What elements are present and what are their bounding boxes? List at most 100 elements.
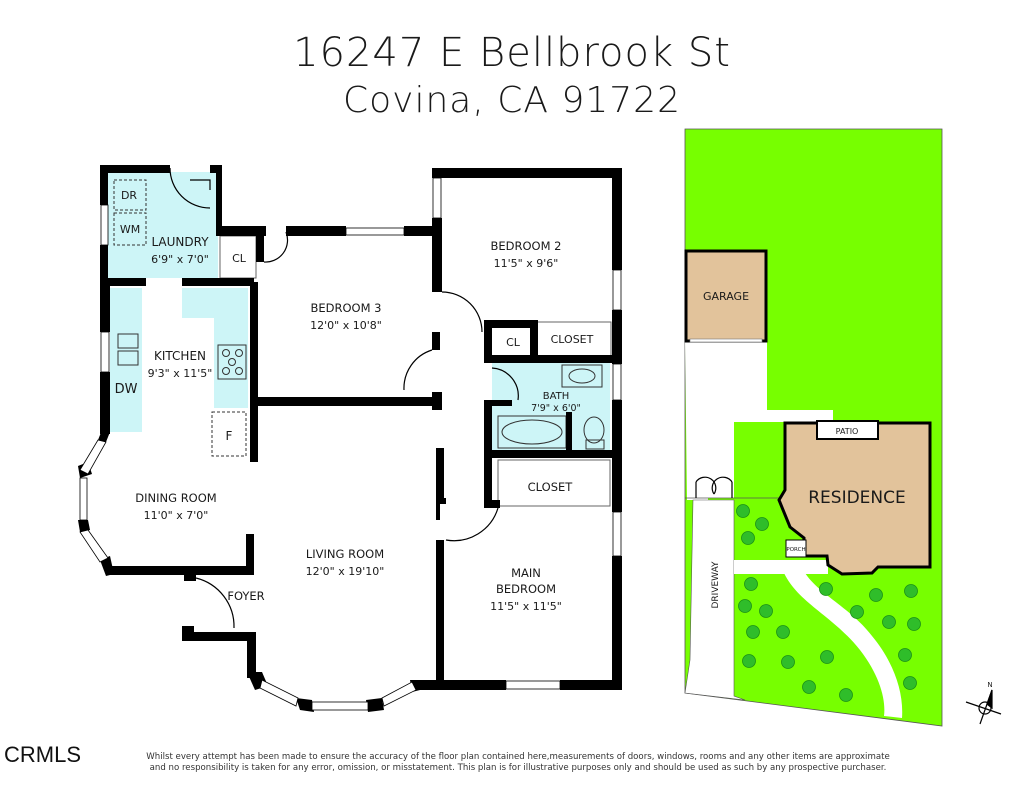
tree-icon [742,654,756,668]
wall [366,698,384,712]
window [432,177,442,219]
north-compass-icon [965,689,1002,725]
wall [100,556,114,576]
wall [436,540,444,686]
wall [100,280,110,332]
tree-icon [744,577,758,591]
wall [530,320,538,356]
living-room-label: LIVING ROOM [306,547,384,561]
disclaimer-line-1: Whilst every attempt has been made to en… [146,752,890,762]
garden-path [780,562,903,718]
driveway-top [685,340,833,500]
door-swing-foyer [195,577,235,629]
door-swing-bath [491,367,519,401]
living-room-dims: 12'0" x 19'10" [306,565,385,578]
tree-icon [819,582,833,596]
residence [777,421,932,576]
trees [736,504,921,702]
door-swing-bedroom3 [263,231,289,263]
disclaimer: Whilst every attempt has been made to en… [128,752,908,774]
door-swing-laundry-leaf [190,179,211,190]
window [259,679,299,707]
wall [612,400,622,512]
fridge-outline [211,411,247,457]
bathtub [501,419,563,445]
closet-main [497,459,611,507]
compass-north-label: N [987,681,992,689]
dining-room-label: DINING ROOM [135,491,216,505]
laundry-floor [108,172,218,278]
window [381,681,417,707]
tree-icon [839,688,853,702]
porch-label: PORCH [786,547,805,553]
address-line-1: 16247 E Bellbrook St [293,30,731,76]
burner [235,349,243,357]
tree-icon [882,615,896,629]
tree-icon [738,599,752,613]
burner [228,358,236,366]
fridge-label: F [226,429,233,443]
dishwasher-label: DW [115,382,138,397]
garage [684,249,768,343]
burner [222,349,230,357]
window [79,439,107,475]
patio [816,420,879,440]
wall [436,448,444,498]
wall [106,566,254,575]
sink-basin-2 [117,350,139,366]
wall [432,392,442,410]
door-swing-main-bedroom [445,507,499,542]
wall [256,397,440,406]
wall [432,218,442,292]
main-bedroom-label-2: BEDROOM [496,582,556,596]
window [612,511,622,557]
walls [78,165,622,712]
garage-door [689,338,763,343]
wall [436,498,446,504]
burner [235,367,243,375]
laundry-dims: 6'9" x 7'0" [151,253,209,266]
tree-icon [903,676,917,690]
tree-icon [820,650,834,664]
driveway-label: DRIVEWAY [711,561,721,609]
wall [484,355,620,363]
wall [100,245,108,281]
door-swing-bedroom3-hall [403,349,433,391]
kitchen-dims: 9'3" x 11'5" [148,367,213,380]
washer-label: WM [120,223,140,236]
main-bedroom-dims: 11'5" x 11'5" [490,600,562,613]
wall [484,320,492,362]
bath-vanity [561,364,603,388]
main-bedroom-label-1: MAIN [511,566,541,580]
wall [182,632,256,641]
wall [250,412,258,462]
sink-basin-1 [117,333,139,349]
window [345,227,405,236]
bedroom3-dims: 12'0" x 10'8" [310,319,382,332]
tree-icon [802,680,816,694]
wall [184,575,196,581]
wall [78,520,90,532]
wall [100,372,110,434]
wall [432,168,622,178]
closet-cl-label: CL [232,252,247,265]
wall [100,165,170,173]
kitchen-label: KITCHEN [154,349,206,363]
window [505,680,561,690]
crmls-brand: CRMLS [4,742,82,767]
window [612,363,622,401]
wall [612,310,622,364]
bath-dims: 7'9" x 6'0" [531,403,581,414]
washer-outline [113,212,147,246]
toilet-tank [585,439,605,450]
bath-sink [568,368,596,384]
bedroom3-label: BEDROOM 3 [311,301,382,315]
bedroom2-label: BEDROOM 2 [491,239,562,253]
foyer-label: FOYER [227,589,264,603]
dryer-outline [113,179,147,211]
closet-main-label: CLOSET [528,480,574,494]
porch [785,539,807,558]
wall [416,680,506,690]
floor-plan: DR WM LAUNDRY 6'9" x 7'0" CL KITCHEN 9'3… [78,165,622,712]
